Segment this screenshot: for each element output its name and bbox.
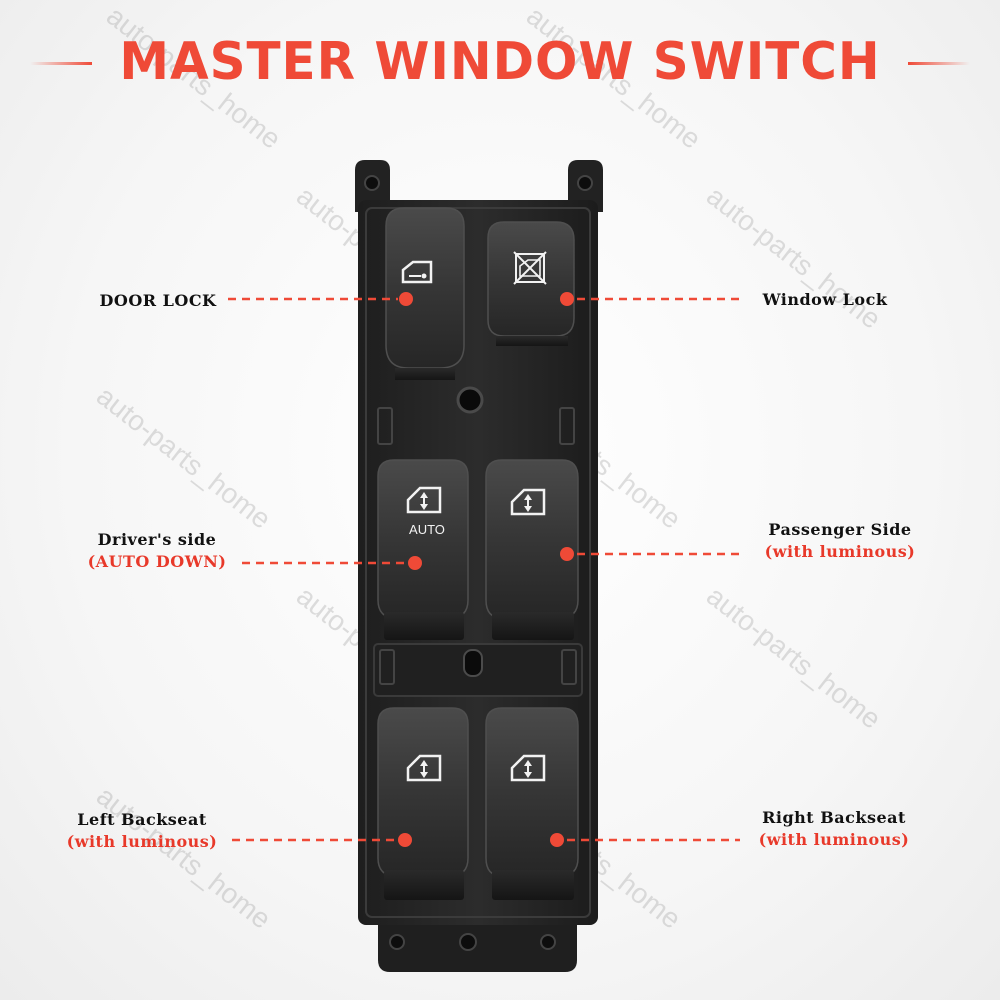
left-backseat-text: Left Backseat bbox=[77, 810, 207, 829]
window-lock-text: Window Lock bbox=[762, 290, 888, 309]
window-lock-button[interactable] bbox=[487, 221, 575, 346]
passenger-window-button[interactable] bbox=[485, 459, 579, 640]
window-lock-icon bbox=[513, 251, 547, 285]
clip-right-upper bbox=[559, 407, 575, 445]
callout-drivers-side bbox=[242, 556, 422, 570]
passenger-side-text: Passenger Side bbox=[768, 520, 912, 539]
label-left-backseat: Left Backseat (with luminous) bbox=[52, 809, 232, 853]
window-up-down-icon bbox=[510, 754, 546, 782]
right-backseat-window-button[interactable] bbox=[485, 707, 579, 900]
callout-door-lock bbox=[228, 292, 413, 306]
passenger-side-subtext: (with luminous) bbox=[764, 542, 916, 561]
callout-passenger-side bbox=[560, 547, 745, 561]
callout-left-backseat bbox=[232, 833, 412, 847]
mounting-tab-top-right bbox=[568, 160, 603, 212]
right-backseat-text: Right Backseat bbox=[762, 808, 906, 827]
title-divider-left bbox=[30, 62, 92, 65]
center-screw bbox=[456, 386, 484, 414]
window-up-down-icon bbox=[406, 754, 442, 782]
title-divider-right bbox=[908, 62, 970, 65]
door-lock-text: DOOR LOCK bbox=[99, 291, 217, 310]
label-window-lock: Window Lock bbox=[740, 289, 910, 311]
center-slot bbox=[463, 649, 483, 677]
label-right-backseat: Right Backseat (with luminous) bbox=[744, 807, 924, 851]
drivers-window-button[interactable]: AUTO bbox=[377, 459, 469, 640]
drivers-side-subtext: (AUTO DOWN) bbox=[87, 552, 227, 571]
clip-right-middle bbox=[561, 649, 577, 685]
label-drivers-side: Driver's side (AUTO DOWN) bbox=[72, 529, 242, 573]
page-title: MASTER WINDOW SWITCH bbox=[119, 32, 881, 92]
auto-label: AUTO bbox=[409, 522, 445, 537]
label-door-lock: DOOR LOCK bbox=[78, 290, 238, 312]
door-lock-icon bbox=[401, 260, 433, 284]
door-lock-button[interactable] bbox=[385, 207, 465, 380]
callout-right-backseat bbox=[550, 833, 740, 847]
mounting-tab-bottom bbox=[378, 920, 577, 972]
mounting-tab-top-left bbox=[355, 160, 390, 212]
window-up-down-icon bbox=[406, 486, 442, 514]
window-up-down-icon bbox=[510, 488, 546, 516]
callout-window-lock bbox=[560, 292, 740, 306]
right-backseat-subtext: (with luminous) bbox=[758, 830, 910, 849]
clip-left-upper bbox=[377, 407, 393, 445]
label-passenger-side: Passenger Side (with luminous) bbox=[750, 519, 930, 563]
title-bar: MASTER WINDOW SWITCH bbox=[0, 28, 1000, 108]
clip-left-middle bbox=[379, 649, 395, 685]
housing-rim bbox=[365, 207, 591, 918]
left-backseat-window-button[interactable] bbox=[377, 707, 469, 900]
drivers-side-text: Driver's side bbox=[97, 530, 217, 549]
left-backseat-subtext: (with luminous) bbox=[66, 832, 218, 851]
